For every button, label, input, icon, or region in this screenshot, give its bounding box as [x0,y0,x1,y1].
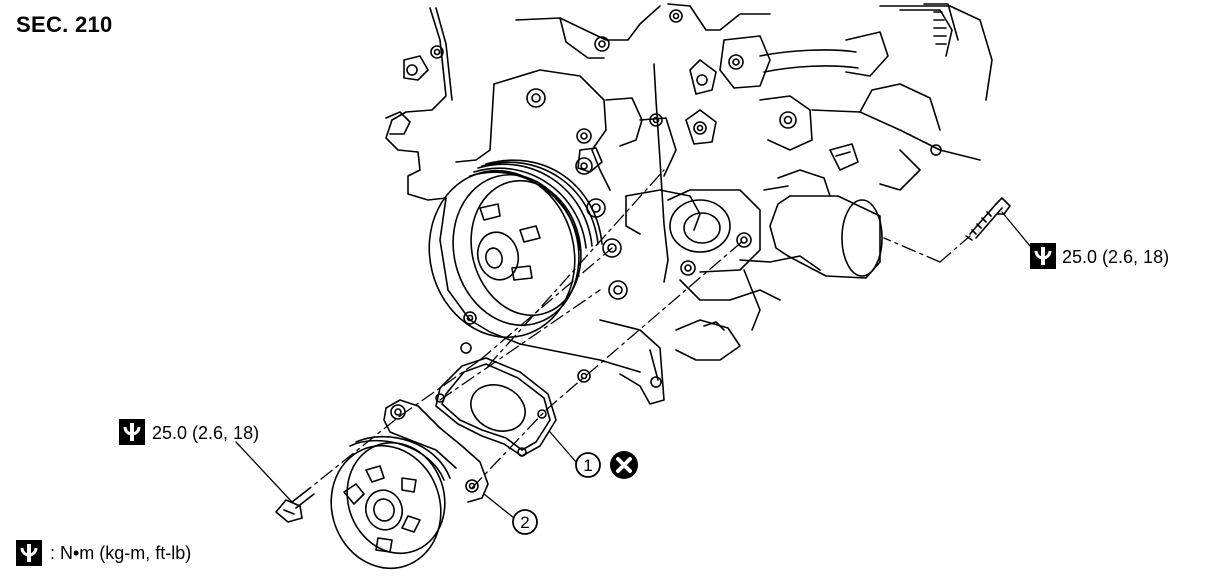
callout-number: 1 [583,456,592,475]
assembly-lines [299,169,971,497]
torque-spec-left: 25.0 (2.6, 18) [152,423,260,443]
bolt-right [965,197,1011,241]
torque-wrench-icon [119,419,145,445]
pulley-upper [428,159,603,339]
torque-spec-right: 25.0 (2.6, 18) [1062,247,1170,267]
block-bolt-bosses [463,157,761,383]
gasket [435,342,557,457]
water-pump [330,399,489,570]
section-label: SEC. 210 [16,12,113,37]
callout-leaders [235,211,1031,519]
callout-number: 2 [520,513,529,532]
torque-wrench-icon [1030,243,1056,269]
thermostat-housing [763,169,883,279]
engine-block [385,3,993,405]
bolt-left [275,487,315,523]
callout-gasket: 1 [575,452,601,478]
torque-wrench-icon [16,540,42,566]
callout-water-pump: 2 [512,509,538,535]
torque-unit-legend: : N•m (kg-m, ft-lb) [50,543,192,563]
do-not-reuse-icon [610,451,638,479]
